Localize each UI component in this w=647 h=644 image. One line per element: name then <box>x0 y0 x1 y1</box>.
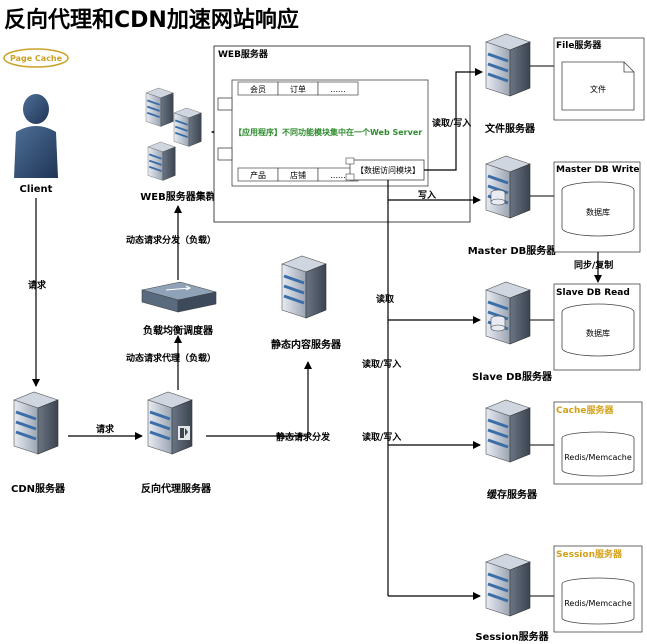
edge-label-request-cdn: 请求 <box>96 423 115 435</box>
module-member-label: 会员 <box>250 84 266 94</box>
module-order-label: 订单 <box>290 84 306 94</box>
client-person-icon <box>14 94 58 178</box>
edge-data-file <box>424 68 483 171</box>
page-cache-badge: Page Cache <box>3 48 69 68</box>
module-more-top-label: ...... <box>330 85 345 94</box>
page-title: 反向代理和CDN加速网站响应 <box>4 7 299 33</box>
web-cluster-label: WEB服务器集群 <box>140 190 215 203</box>
master-db-label: Master DB服务器 <box>468 244 558 257</box>
edge-label-static-dispatch: 静态请求分发 <box>276 431 331 443</box>
client-label: Client <box>20 184 53 195</box>
edge-label-dyn-dispatch: 动态请求分发（负载） <box>126 234 216 246</box>
edge-label-sync: 同步/复制 <box>574 259 613 271</box>
web-cluster-icon <box>145 87 203 182</box>
edge-label-read-slave: 读取 <box>376 293 395 305</box>
web-server-box: WEB服务器 会员 订单 ...... 【应用程序】不同功能模块集中在一个Web… <box>213 45 471 223</box>
slave-db-box: Slave DB Read 数据库 <box>553 283 641 371</box>
session-server-icon <box>484 552 532 618</box>
session-box: Session服务器 Redis/Memcache <box>553 545 643 633</box>
cache-server-icon <box>484 398 532 464</box>
cache-store-label: Redis/Memcache <box>564 453 632 462</box>
slave-box-title: Slave DB Read <box>556 288 630 298</box>
edge-proxy-static <box>206 361 312 437</box>
module-more-top <box>317 81 359 96</box>
slave-db-label: Slave DB服务器 <box>472 370 553 383</box>
session-store-label: Redis/Memcache <box>564 599 632 608</box>
cache-box-title: Cache服务器 <box>556 404 615 416</box>
master-db-box: Master DB Write 数据库 <box>553 161 641 253</box>
session-server-label: Session服务器 <box>475 630 549 643</box>
reverse-proxy-label: 反向代理服务器 <box>141 482 212 495</box>
file-box-title: File服务器 <box>556 39 602 51</box>
cache-server-label: 缓存服务器 <box>486 488 538 501</box>
file-server-icon <box>484 32 532 98</box>
cdn-server-icon <box>12 390 60 456</box>
cdn-label: CDN服务器 <box>11 482 66 495</box>
master-db-icon <box>486 156 530 218</box>
page-cache-label: Page Cache <box>10 54 63 63</box>
edge-label-request-client: 请求 <box>28 279 47 291</box>
module-shop-label: 店铺 <box>290 170 306 180</box>
file-server-label: 文件服务器 <box>485 122 536 135</box>
data-access-label: 【数据访问模块】 <box>356 165 420 175</box>
master-store-label: 数据库 <box>586 207 610 217</box>
file-doc-label: 文件 <box>590 84 606 94</box>
edge-label-rw-1: 读取/写入 <box>362 358 401 370</box>
session-box-title: Session服务器 <box>556 548 623 560</box>
slave-db-icon <box>486 282 530 344</box>
module-product-label: 产品 <box>250 170 266 180</box>
module-more-bottom-label: ...... <box>330 171 345 180</box>
slave-store-label: 数据库 <box>586 328 610 338</box>
edge-label-rw-2: 读取/写入 <box>362 431 401 443</box>
master-box-title: Master DB Write <box>556 165 640 175</box>
cache-box: Cache服务器 Redis/Memcache <box>553 401 643 485</box>
static-server-icon <box>280 254 328 320</box>
edge-label-rw-file: 读取/写入 <box>432 117 471 129</box>
edge-label-write-master: 写入 <box>418 190 436 201</box>
app-text: 【应用程序】不同功能模块集中在一个Web Server <box>234 127 422 137</box>
load-balancer-icon <box>141 281 217 313</box>
edge-label-dyn-proxy: 动态请求代理（负载） <box>126 352 216 364</box>
reverse-proxy-server-icon <box>146 390 194 456</box>
static-server-label: 静态内容服务器 <box>271 338 342 351</box>
load-balancer-label: 负载均衡调度器 <box>143 324 214 337</box>
web-server-title: WEB服务器 <box>218 48 269 60</box>
file-server-box: File服务器 文件 <box>553 37 645 121</box>
